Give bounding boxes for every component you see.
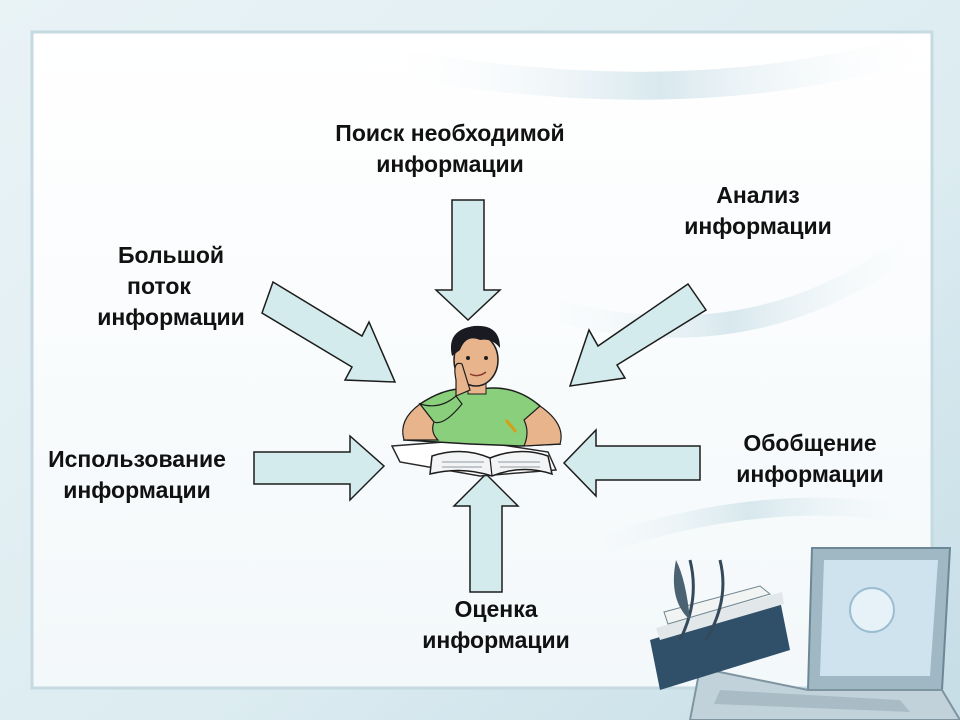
arrow-usage	[253, 434, 386, 502]
label-flow-line-1: Большой	[117, 242, 225, 268]
arrow-flow	[261, 280, 397, 383]
arrow-analysis	[568, 282, 708, 387]
label-evaluation: Оценка информации	[396, 594, 596, 656]
label-summary-line-1: Обобщение	[743, 430, 877, 456]
label-summary: Обобщение информации	[712, 428, 908, 490]
label-search-line-1: Поиск необходимой	[335, 120, 565, 146]
label-flow: Большой поток информации	[76, 240, 266, 333]
label-usage-line-1: Использование	[48, 446, 226, 472]
label-summary-line-2: информации	[736, 461, 884, 487]
label-flow-line-3: информации	[97, 304, 245, 330]
books-with-quill-icon	[650, 559, 790, 690]
student-reading-book-icon	[390, 325, 562, 477]
laptop-icon	[688, 547, 960, 720]
label-usage: Использование информации	[24, 444, 250, 506]
label-search: Поиск необходимой информации	[300, 118, 600, 180]
label-search-line-2: информации	[376, 151, 524, 177]
label-analysis-line-2: информации	[684, 213, 832, 239]
label-analysis-line-1: Анализ	[716, 182, 800, 208]
arrow-evaluation	[452, 472, 520, 593]
label-evaluation-line-1: Оценка	[454, 596, 538, 622]
arrow-summary	[562, 428, 701, 498]
label-usage-line-2: информации	[63, 477, 211, 503]
label-evaluation-line-2: информации	[422, 627, 570, 653]
label-analysis: Анализ информации	[652, 180, 864, 242]
label-flow-line-2: поток	[127, 273, 191, 299]
arrow-search	[434, 199, 502, 322]
